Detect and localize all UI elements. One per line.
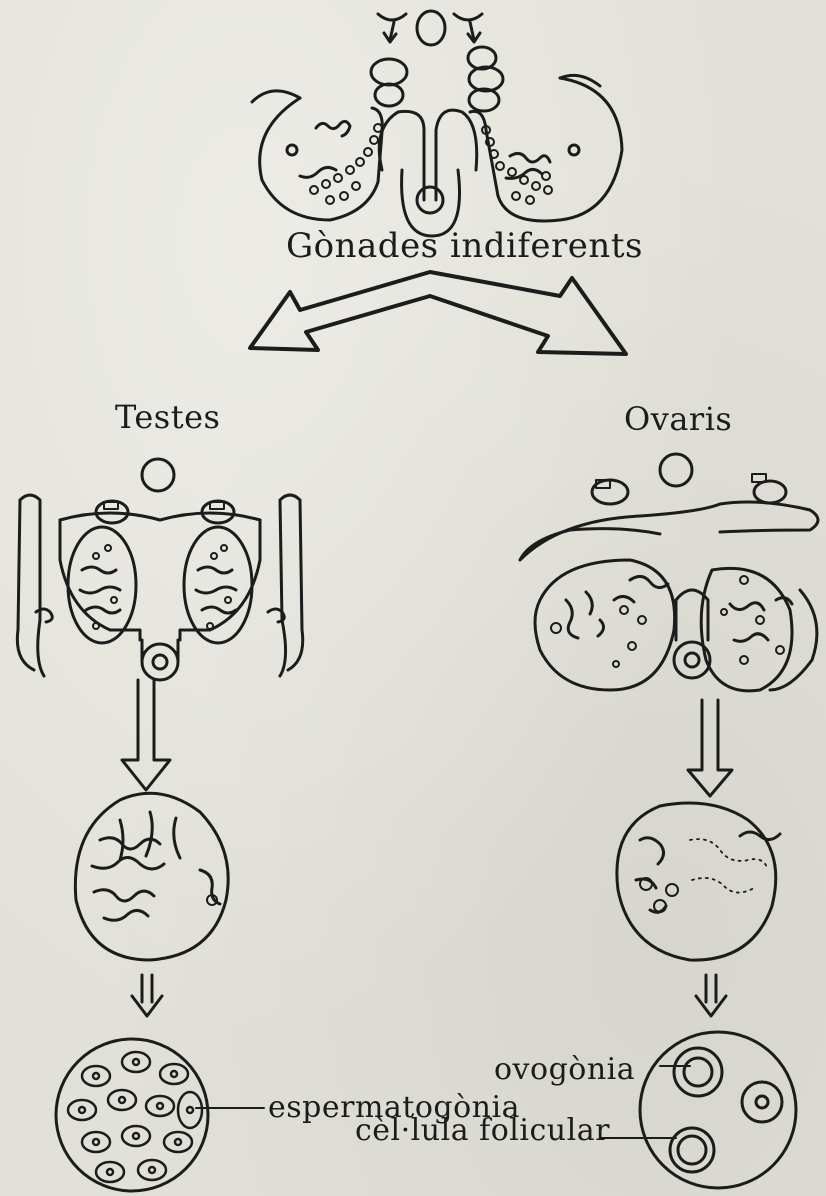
- testes-drawing: [17, 459, 302, 1191]
- ovaris-label: Ovaris: [624, 400, 732, 438]
- branching-arrow: [250, 272, 626, 354]
- follicular-cell-label: cèl·lula folicular: [355, 1113, 610, 1148]
- oogonia-label: ovogònia: [494, 1052, 635, 1087]
- testes-label: Testes: [115, 398, 220, 436]
- indifferent-gonads-drawing: [252, 11, 622, 236]
- diagram-title: Gònades indiferents: [286, 226, 643, 266]
